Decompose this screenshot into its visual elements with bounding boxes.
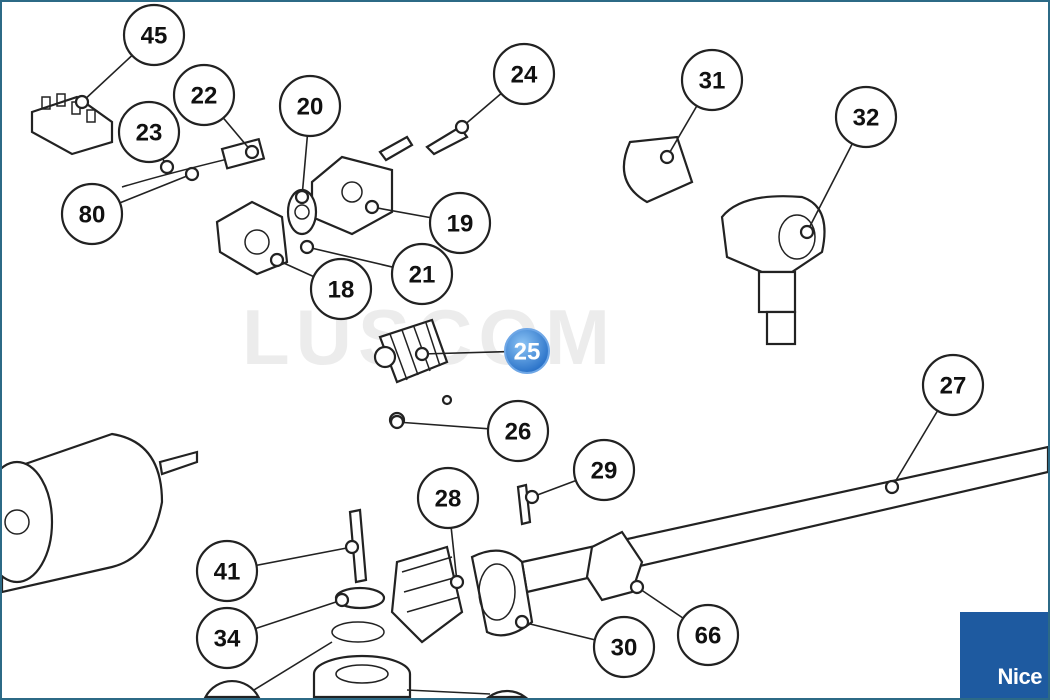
- callout-bubble: [195, 606, 259, 670]
- leader-dot-21: [299, 239, 315, 255]
- callout-label: 41: [214, 559, 241, 586]
- callout-41[interactable]: 41: [195, 539, 259, 603]
- callout-21[interactable]: 21: [390, 242, 454, 306]
- leader-dot-26: [389, 414, 405, 430]
- leader-dot-19: [364, 199, 380, 215]
- leader-dot-23: [159, 159, 175, 175]
- leader-dot-25: [414, 346, 430, 362]
- callout-45[interactable]: 45: [122, 3, 186, 67]
- leader-dot-80: [184, 166, 200, 182]
- callout-23[interactable]: 23: [117, 100, 181, 164]
- callout-label: 26: [505, 419, 532, 446]
- leader-dot-22: [244, 144, 260, 160]
- callout-label: 30: [611, 635, 638, 662]
- part-shaft: [312, 445, 1048, 698]
- callout-bubble: [834, 85, 898, 149]
- callout-label: 29: [591, 458, 618, 485]
- callout-bubble: [504, 328, 550, 374]
- leader-dot-20: [294, 189, 310, 205]
- callouts: 45 22 20 24 31 32 23 80 19 21 18 25 27 26 29 28 41 34 30 66: [60, 3, 985, 679]
- callout-label: 24: [511, 62, 538, 89]
- callout-label: 27: [940, 373, 967, 400]
- callout-label: 80: [79, 202, 106, 229]
- callout-26[interactable]: 26: [486, 399, 550, 463]
- callout-label: 21: [409, 262, 436, 289]
- callout-bubble: [309, 257, 373, 321]
- callout-29[interactable]: 29: [572, 438, 636, 502]
- callout-label: 34: [214, 626, 241, 653]
- callout-27[interactable]: 27: [921, 353, 985, 417]
- callout-label: 66: [695, 623, 722, 650]
- callout-34[interactable]: 34: [195, 606, 259, 670]
- leader-dot-29: [524, 489, 540, 505]
- part-terminal-block: [30, 93, 114, 156]
- callout-bubble: [416, 466, 480, 530]
- callout-bubble: [486, 399, 550, 463]
- part-motor-housing: [215, 155, 394, 276]
- leader-dot-18: [269, 252, 285, 268]
- leader-dot-34: [334, 592, 350, 608]
- part-screws: [378, 125, 469, 162]
- leader-dot-41: [344, 539, 360, 555]
- callout-25[interactable]: 25: [504, 328, 550, 374]
- callout-bubble: [390, 242, 454, 306]
- callout-28[interactable]: 28: [416, 466, 480, 530]
- callout-clipped: [203, 641, 529, 698]
- callout-bubble: [172, 63, 236, 127]
- callout-label: 25: [514, 339, 541, 366]
- callout-bubble: [680, 48, 744, 112]
- leader-dot-31: [659, 149, 675, 165]
- callout-bubble: [676, 603, 740, 667]
- callout-bubble: [428, 191, 492, 255]
- part-worm-screw: [373, 318, 453, 429]
- callout-32[interactable]: 32: [834, 85, 898, 149]
- callout-label: 20: [297, 94, 324, 121]
- callout-bubble: [572, 438, 636, 502]
- callout-bubble: [117, 100, 181, 164]
- callout-30[interactable]: 30: [592, 615, 656, 679]
- callout-label: 22: [191, 83, 218, 110]
- nice-logo: Nice: [960, 612, 1048, 698]
- leader-dot-32: [799, 224, 815, 240]
- leader-dot-30: [514, 614, 530, 630]
- callout-bubble: [921, 353, 985, 417]
- part-motor: [2, 432, 199, 594]
- callout-label: 28: [435, 486, 462, 513]
- part-bushing: [622, 135, 826, 346]
- callout-bubble: [492, 42, 556, 106]
- callout-22[interactable]: 22: [172, 63, 236, 127]
- leader-dot-24: [454, 119, 470, 135]
- callout-label: 31: [699, 68, 726, 95]
- callout-66[interactable]: 66: [676, 603, 740, 667]
- callout-19[interactable]: 19: [428, 191, 492, 255]
- callout-18[interactable]: 18: [309, 257, 373, 321]
- callout-20[interactable]: 20: [278, 74, 342, 138]
- callout-80[interactable]: 80: [60, 182, 124, 246]
- leader-dot-66: [629, 579, 645, 595]
- callout-bubble: [195, 539, 259, 603]
- callout-31[interactable]: 31: [680, 48, 744, 112]
- callout-bubble: [122, 3, 186, 67]
- callout-bubble: [278, 74, 342, 138]
- leader-dot-45: [74, 94, 90, 110]
- logo-text: Nice: [997, 664, 1043, 689]
- callout-label: 32: [853, 105, 880, 132]
- callout-bubble: [592, 615, 656, 679]
- callout-bubble: [60, 182, 124, 246]
- leader-dot-27: [884, 479, 900, 495]
- callout-24[interactable]: 24: [492, 42, 556, 106]
- leader-dot-28: [449, 574, 465, 590]
- callout-label: 18: [328, 277, 355, 304]
- callout-label: 19: [447, 211, 474, 238]
- callout-label: 45: [141, 23, 168, 50]
- callout-label: 23: [136, 120, 163, 147]
